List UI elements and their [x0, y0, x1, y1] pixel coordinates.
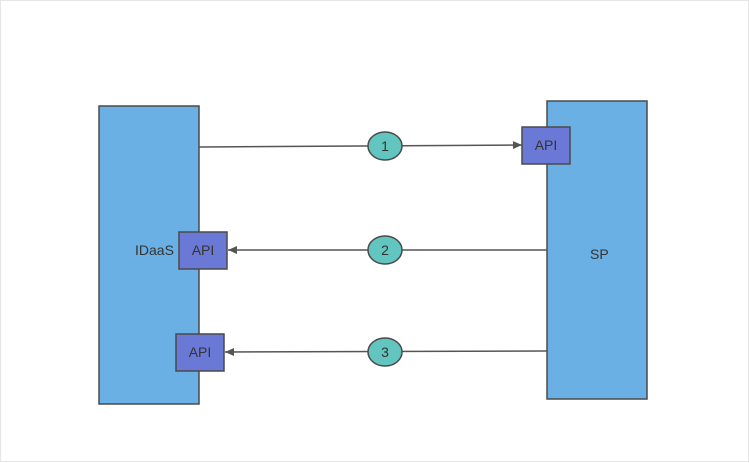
sp-api-box: [521, 126, 571, 165]
step-2-number: 2: [381, 242, 389, 258]
step-2-circle: [367, 235, 403, 265]
step-3-circle: [367, 337, 403, 367]
sp-api-label: API: [535, 137, 558, 153]
step-1-circle: [367, 131, 403, 161]
sp-label: SP: [590, 246, 609, 262]
idaas-label: IDaaS: [135, 242, 174, 258]
idaas-lower-api-box: [175, 333, 225, 372]
step-3-number: 3: [381, 344, 389, 360]
connector-1: [198, 141, 523, 150]
idaas-api-box: [178, 231, 228, 270]
idaas-api-label: API: [192, 242, 215, 258]
step-1-number: 1: [381, 138, 389, 154]
idaas-lower-api-label: API: [189, 344, 212, 360]
